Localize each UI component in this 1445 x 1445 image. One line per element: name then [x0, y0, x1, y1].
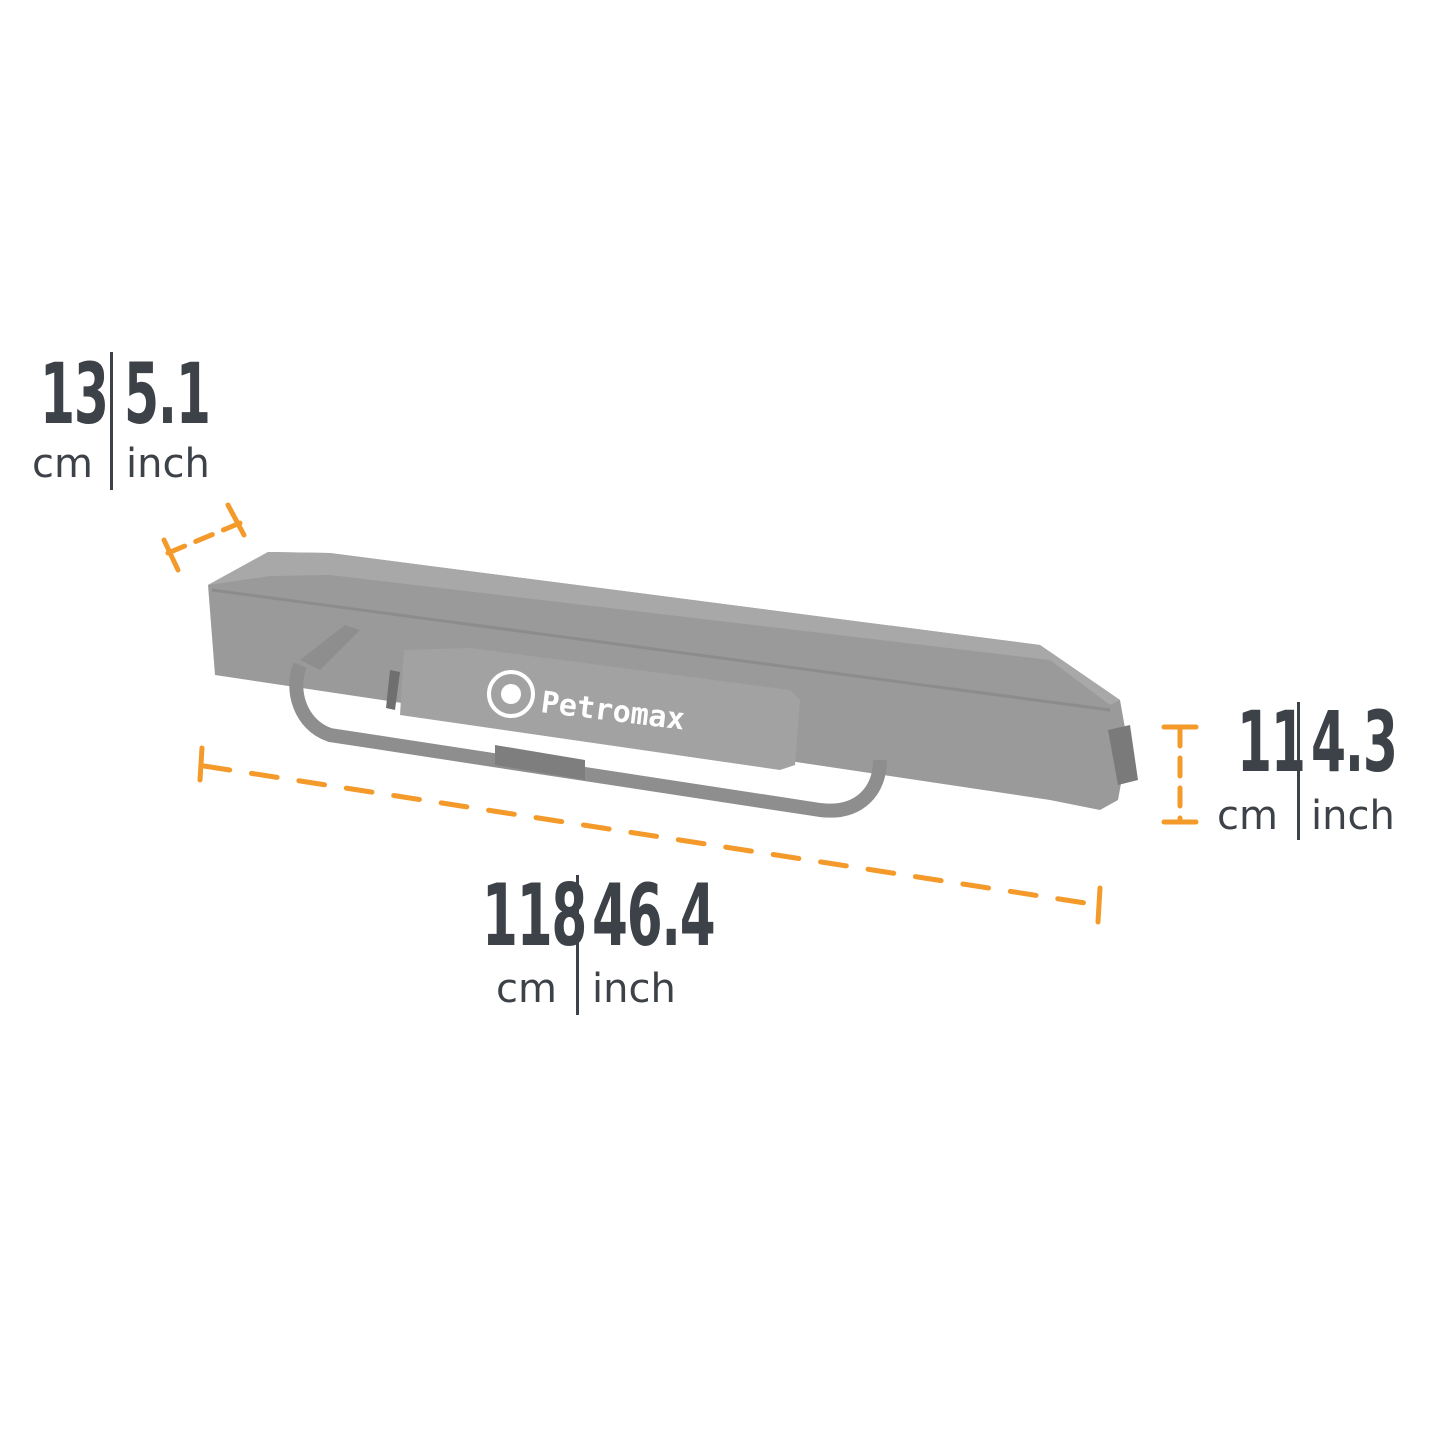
height-dimension-line: [1161, 724, 1199, 825]
depth-separator: [110, 352, 113, 490]
length-inch-value: 46.4: [592, 866, 716, 966]
height-dimension-label: 11 4.3 cm inch: [1215, 700, 1415, 845]
bag: Petromax: [208, 552, 1138, 818]
depth-cm-unit: cm: [32, 441, 93, 487]
brand-logo-emblem: [487, 670, 535, 718]
brand-logo-emblem-core: [501, 684, 521, 704]
height-cm-unit: cm: [1217, 793, 1278, 839]
length-cm-value: 118: [482, 866, 587, 966]
depth-inch-value: 5.1: [124, 345, 211, 443]
bag-buckle: [1108, 725, 1138, 785]
bag-handle-loop: [300, 625, 360, 670]
depth-cm-value: 13: [40, 345, 109, 443]
length-inch-unit: inch: [592, 966, 676, 1012]
height-cm-value: 11: [1237, 693, 1306, 791]
length-dimension-label: 118 46.4 cm inch: [478, 873, 728, 1023]
depth-inch-unit: inch: [126, 441, 210, 487]
bag-zipper-pull: [386, 670, 400, 710]
length-dimension-line: [197, 745, 1103, 925]
bag-top: [208, 552, 1120, 705]
bag-strap-pad: [495, 745, 585, 780]
height-inch-unit: inch: [1311, 793, 1395, 839]
bag-pocket: [400, 648, 800, 770]
depth-dimension-label: 13 5.1 cm inch: [30, 352, 230, 492]
height-separator: [1297, 702, 1300, 840]
bag-seam: [211, 588, 1111, 712]
height-inch-value: 4.3: [1311, 693, 1398, 791]
depth-dimension-line: [161, 502, 247, 573]
length-separator: [576, 875, 579, 1015]
bag-shoulder-strap: [289, 662, 887, 818]
length-cm-unit: cm: [496, 966, 557, 1012]
